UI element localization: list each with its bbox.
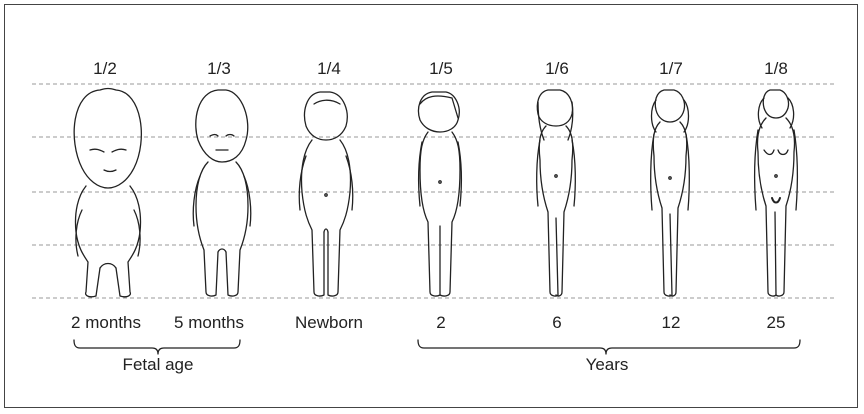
fetal-age-brace <box>74 340 240 354</box>
figure-newborn <box>299 92 353 296</box>
age-label-age-6: 6 <box>552 313 561 333</box>
age-label-age-12: 12 <box>662 313 681 333</box>
age-label-newborn: Newborn <box>295 313 363 333</box>
guide-lines <box>32 84 834 298</box>
navel <box>669 177 671 179</box>
figure-age-6 <box>537 90 576 296</box>
navel <box>439 181 441 183</box>
navel <box>325 194 327 196</box>
ratio-label-age-6: 1/6 <box>545 59 569 79</box>
ratio-label-2-months: 1/2 <box>93 59 117 79</box>
figure-age-2 <box>419 92 462 296</box>
age-label-age-2: 2 <box>436 313 445 333</box>
age-label-age-25: 25 <box>767 313 786 333</box>
figure-age-12 <box>651 90 690 296</box>
figure-2-months <box>74 89 141 297</box>
age-label-2-months: 2 months <box>71 313 141 333</box>
age-label-5-months: 5 months <box>174 313 244 333</box>
figure-age-25 <box>755 90 798 296</box>
navel <box>775 175 777 177</box>
ratio-label-5-months: 1/3 <box>207 59 231 79</box>
years-brace <box>418 340 800 354</box>
figure-5-months <box>193 90 251 296</box>
fetal-age-label: Fetal age <box>123 355 194 375</box>
ratio-label-age-12: 1/7 <box>659 59 683 79</box>
ratio-label-age-2: 1/5 <box>429 59 453 79</box>
ratio-label-newborn: 1/4 <box>317 59 341 79</box>
navel <box>555 175 557 177</box>
ratio-label-age-25: 1/8 <box>764 59 788 79</box>
years-label: Years <box>586 355 629 375</box>
